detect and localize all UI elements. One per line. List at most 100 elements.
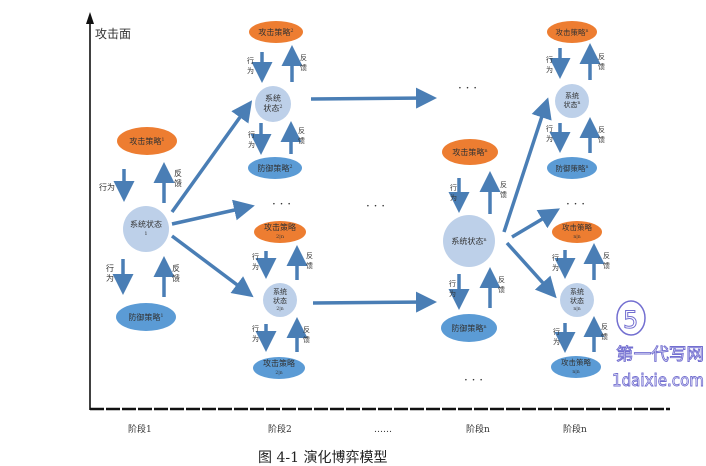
ellipsis: · · · [458,81,477,95]
ellipsis: · · · [464,373,483,387]
transition-arrow [170,234,254,298]
feedback-label: 反 [174,168,182,178]
attack-strategy-node [249,21,303,43]
stage-label: 阶段2 [268,423,292,435]
stage-n-lower-group: 攻击策略 n|n 系统 状态 n|n 攻击策略 n|n 行 为 反 馈 行 为 … [551,221,610,378]
system-state-node [123,206,169,252]
node-label: 系统状态 [130,219,162,229]
defense-strategy-node [248,157,302,179]
watermark: 5 第一代写网 1daixie.com [612,300,704,391]
feedback-label: 馈 [300,63,307,72]
arrow-group [549,43,601,153]
action-label: 为 [252,334,259,343]
action-label: 行为 [99,182,115,192]
stage-labels: 阶段1 阶段2 …… 阶段n 阶段n [128,423,587,435]
ellipsis: · · · [366,199,385,213]
arrow-group [250,45,303,155]
stage-1-group: 攻击策略1 系统状态 1 防御策略1 行为 反 馈 行 为 反 馈 [99,127,182,331]
node-label: 防御策略n [556,163,589,173]
node-label: 系统 [565,91,579,100]
system-state-node [555,84,589,118]
node-label: 攻击策略 [264,222,296,232]
node-subscript: 1 [144,231,147,237]
feedback-label: 反 [300,53,307,62]
node-subscript: 2|n [276,234,285,240]
stage-n-group: 攻击策略n 系统状态n 防御策略n 行 为 反 馈 行 为 反 馈 [441,139,507,342]
action-label: 行 [546,55,553,64]
node-label: 攻击策略2 [258,27,293,37]
ellipsis-marks: · · · · · · · · · · · · · · · [272,81,585,387]
defense-strategy-node [116,303,176,331]
node-subscript: n|n [573,234,580,240]
action-label: 为 [546,134,553,143]
node-label: 系统 [570,287,584,296]
arrow-group [112,162,175,297]
transition-arrow [310,87,437,109]
axes: 攻击面 [86,12,670,411]
feedback-label: 反 [303,325,310,334]
action-label: 行 [106,263,114,273]
stage-2-lower-group: 攻击策略 2|n 系统 状态 2|n 攻击策略 2|n 行 为 反 馈 行 为 … [252,221,313,379]
feedback-label: 反 [603,251,610,260]
figure-caption: 图 4-1 演化博弈模型 [258,449,387,466]
watermark-logo-icon [616,300,646,336]
node-label: 状态n [564,100,581,109]
transition-arrow [502,97,552,233]
node-label: 攻击策略n [452,147,488,157]
action-label: 为 [546,65,553,74]
node-label: 状态2 [263,103,282,113]
transition-arrow [171,199,255,226]
feedback-label: 馈 [598,62,605,71]
node-label: 攻击策略 [561,357,591,367]
node-label: 系统 [273,287,287,296]
feedback-label: 馈 [303,335,310,344]
watermark-cn: 第一代写网 [616,345,704,365]
transition-arrow [170,100,253,214]
attack-strategy-node [442,139,498,165]
transition-arrows [170,87,561,313]
system-state-node [263,283,297,317]
feedback-label: 反 [298,126,305,135]
watermark-logo-text: 5 [623,306,638,334]
watermark-en: 1daixie.com [612,371,704,391]
action-label: 为 [450,193,457,202]
arrow-group [255,245,308,352]
feedback-label: 馈 [598,135,605,144]
ellipsis: · · · [566,197,585,211]
feedback-label: 馈 [498,285,505,294]
feedback-label: 反 [598,52,605,61]
node-subscript: 2|n [276,306,283,312]
node-label: 攻击策略n [556,27,589,37]
stage-label: …… [374,425,392,435]
attack-strategy-node [552,221,602,243]
action-label: 为 [252,262,259,271]
feedback-label: 反 [500,180,507,189]
attack-strategy-node [117,127,177,155]
y-axis-label: 攻击面 [95,27,131,41]
node-subscript: n|n [573,306,580,312]
ellipsis: · · · [272,197,291,211]
node-subscript: n|n [572,369,579,375]
feedback-label: 反 [306,251,313,260]
action-label: 为 [248,140,255,149]
feedback-label: 反 [598,125,605,134]
arrow-group [448,171,501,310]
node-label: 攻击策略 [263,358,295,368]
stage-label: 阶段n [466,423,490,435]
attack-strategy-node [547,21,597,43]
action-label: 为 [552,263,559,272]
feedback-label: 馈 [172,273,180,283]
stage-2-upper-group: 攻击策略2 系统 状态2 防御策略2 行 为 反 馈 行 为 反 馈 [247,21,307,179]
feedback-label: 反 [601,322,608,331]
stage-n-upper-group: 攻击策略n 系统 状态n 防御策略n 行 为 反 馈 行 为 反 馈 [546,21,605,179]
attack-strategy-node-blue [551,356,601,378]
arrow-group [554,243,605,353]
system-state-node [255,86,291,122]
action-label: 行 [546,124,553,133]
action-label: 行 [248,130,255,139]
node-label: 系统 [265,93,281,103]
node-label: 攻击策略 [562,222,592,232]
feedback-label: 馈 [306,261,313,270]
system-state-node [443,215,495,267]
